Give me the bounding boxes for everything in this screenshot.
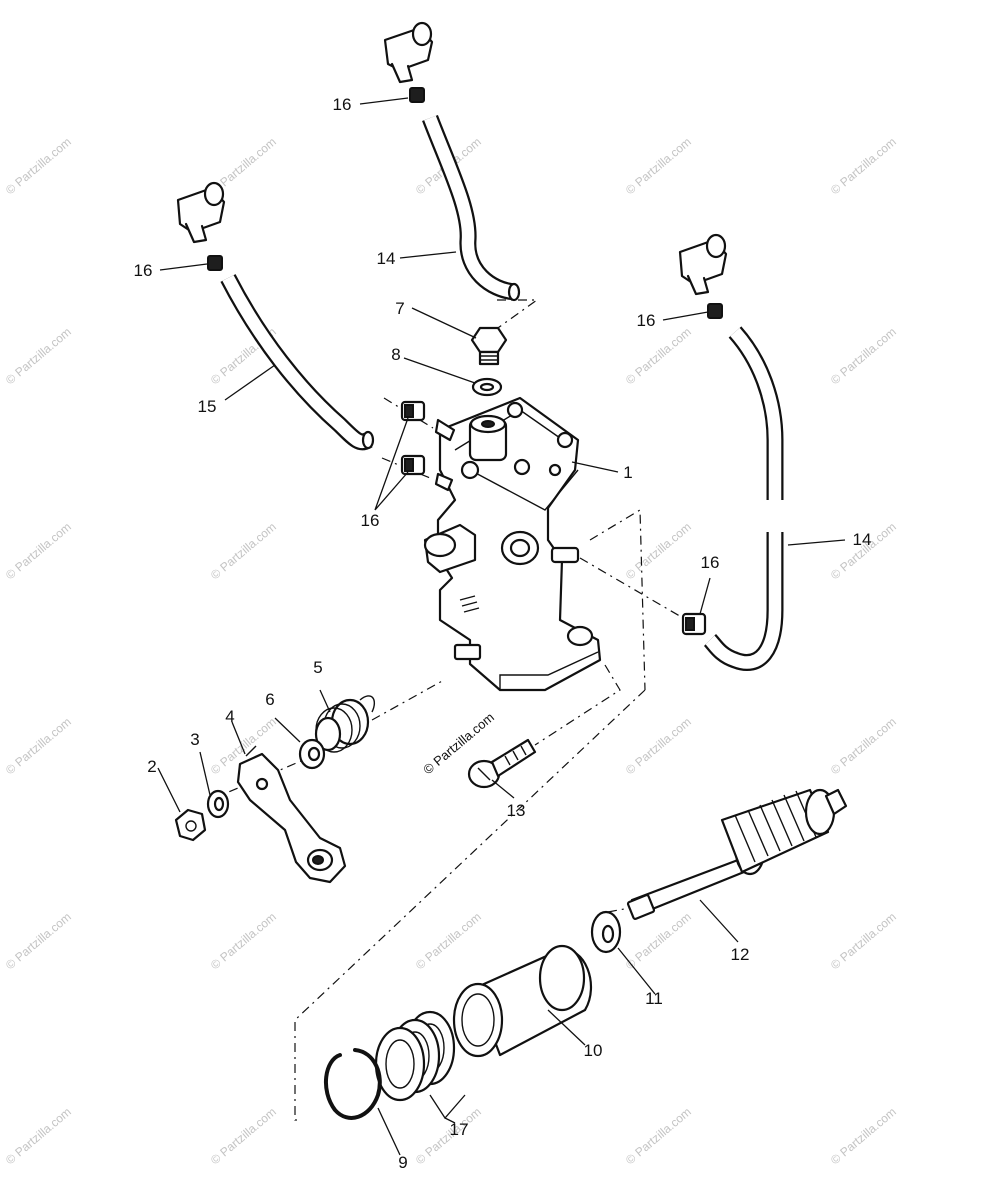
watermark: © Partzilla.com [828, 715, 899, 778]
watermark: © Partzilla.com [828, 135, 899, 198]
screw-13 [467, 738, 537, 789]
washer-8 [471, 377, 503, 397]
callout-8: 8 [391, 345, 400, 364]
watermark: © Partzilla.com [3, 325, 74, 388]
watermark: © Partzilla.com [3, 715, 74, 778]
watermark: © Partzilla.com [623, 135, 694, 198]
spring-5 [314, 695, 376, 753]
watermark: © Partzilla.com [828, 325, 899, 388]
callout-16: 16 [637, 311, 656, 330]
clamp-16-upper [400, 400, 426, 422]
watermark: © Partzilla.com [623, 715, 694, 778]
watermark: © Partzilla.com [3, 135, 74, 198]
callout-5: 5 [313, 658, 322, 677]
clamp-16-right [681, 612, 707, 636]
drive-gear-12 [626, 788, 848, 920]
watermark: © Partzilla.com [828, 1105, 899, 1168]
watermark: © Partzilla.com [623, 325, 694, 388]
lever-4 [236, 745, 347, 884]
callout-15: 15 [198, 397, 217, 416]
watermark: © Partzilla.com [208, 910, 279, 973]
leader-lines [157, 97, 846, 1156]
snap-ring-9 [323, 1048, 382, 1120]
callout-12: 12 [731, 945, 750, 964]
hose-14-right-upper [728, 326, 784, 500]
callout-16: 16 [333, 95, 352, 114]
watermark: © Partzilla.com [828, 910, 899, 973]
callout-17: 17 [450, 1120, 469, 1139]
hose-14-upper [422, 114, 521, 302]
callout-14: 14 [853, 530, 872, 549]
callout-3: 3 [190, 730, 199, 749]
callout-16: 16 [361, 511, 380, 530]
callout-9: 9 [398, 1153, 407, 1172]
fitting-top-right [678, 233, 728, 319]
watermark: © Partzilla.com [828, 520, 899, 583]
callout-14: 14 [377, 249, 396, 268]
callout-6: 6 [265, 690, 274, 709]
oil-pump-body [423, 396, 602, 692]
callout-7: 7 [395, 299, 404, 318]
callout-13: 13 [507, 801, 526, 820]
washer-11 [590, 910, 622, 954]
watermark: © Partzilla.com [3, 1105, 74, 1168]
watermark: © Partzilla.com [3, 520, 74, 583]
sleeve-10 [452, 944, 593, 1058]
fitting-top-left [176, 181, 226, 271]
banjo-bolt-7 [470, 326, 508, 366]
watermark: © Partzilla.com [3, 910, 74, 973]
callout-labels: 16 16 16 16 16 14 14 15 7 8 1 5 6 4 3 2 … [134, 95, 872, 1172]
watermark: © Partzilla.com [208, 1105, 279, 1168]
callout-4: 4 [225, 707, 234, 726]
watermark: © Partzilla.com [623, 1105, 694, 1168]
assembly-reference-lines [209, 299, 691, 1121]
callout-11: 11 [645, 989, 663, 1008]
watermark: © Partzilla.com [623, 520, 694, 583]
callout-1: 1 [623, 463, 632, 482]
watermark: © Partzilla.com [413, 910, 484, 973]
callout-10: 10 [584, 1041, 603, 1060]
fitting-top-center [383, 21, 434, 103]
washer-6 [298, 738, 326, 770]
lock-washer-3 [206, 789, 230, 819]
hose-14-right-lower [703, 532, 784, 671]
clamp-16-lower [400, 454, 426, 476]
watermark: © Partzilla.com [208, 520, 279, 583]
callout-16: 16 [701, 553, 720, 572]
spring-washers-17 [374, 1010, 456, 1102]
hose-15 [220, 274, 375, 451]
nut-2 [174, 808, 207, 842]
callout-16: 16 [134, 261, 153, 280]
callout-2: 2 [147, 757, 156, 776]
